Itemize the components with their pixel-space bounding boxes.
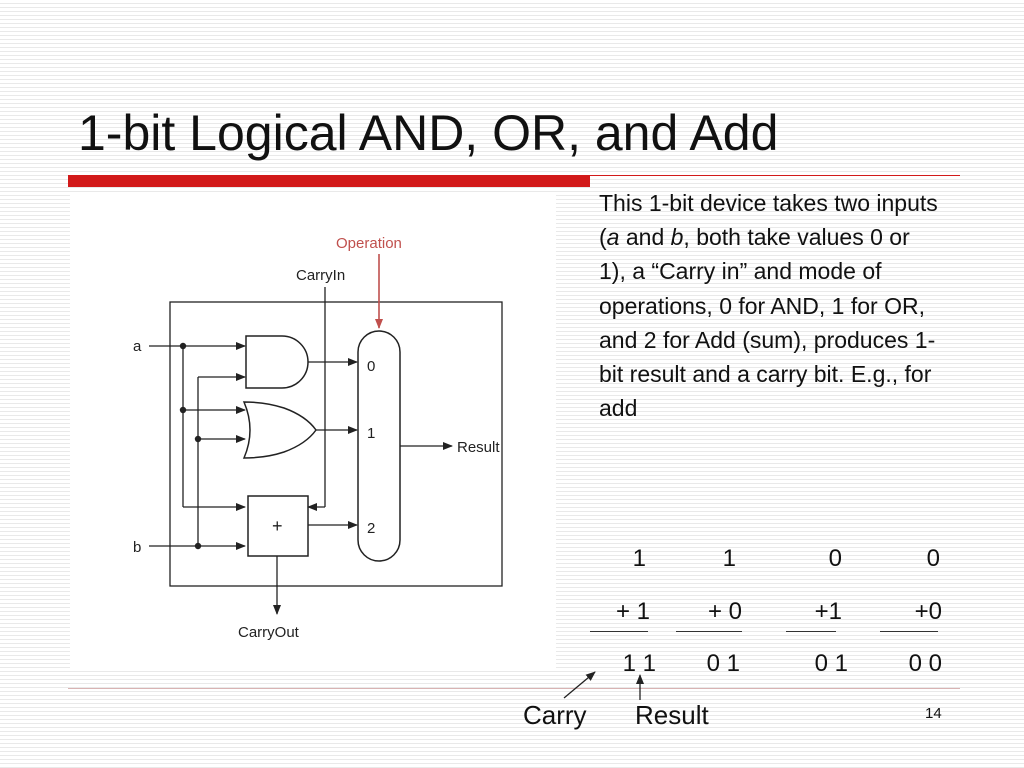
example-2-addend: + 0: [707, 598, 742, 625]
variable-a: a: [606, 224, 620, 251]
and-gate: [245, 335, 309, 389]
carry-out-label: CarryOut: [238, 624, 300, 641]
variable-b: b: [670, 224, 684, 251]
result-output-label: Result: [457, 439, 500, 456]
slide-title: 1-bit Logical AND, OR, and Add: [78, 105, 779, 161]
example-3-sum: 0 1: [814, 650, 848, 677]
carry-in-label: CarryIn: [296, 267, 345, 284]
example-4-sum: 0 0: [908, 650, 942, 677]
example-3-top: 0: [828, 545, 842, 572]
adder-symbol: +: [272, 516, 283, 536]
carry-pointer-arrow: [563, 671, 596, 699]
result-annotation: Result: [635, 700, 709, 730]
alu-diagram: Operation CarryIn a b +: [70, 194, 556, 668]
example-4-sum-line: [880, 631, 938, 632]
example-1-addend: + 1: [615, 598, 650, 625]
mux-input-0-label: 0: [367, 358, 375, 375]
description-text: and: [619, 224, 671, 251]
input-b-label: b: [133, 539, 141, 556]
example-3-sum-line: [786, 631, 836, 632]
description-text: , both take values 0 or 1), a “Carry in”…: [599, 224, 936, 422]
example-1-top: 1: [632, 545, 646, 572]
example-3-addend: +1: [814, 598, 842, 625]
title-underline-rule: [590, 175, 960, 176]
alu-outer-box: [169, 301, 503, 587]
example-1-sum: 1 1: [622, 650, 656, 677]
alu-circuit-svg: Operation CarryIn a b +: [133, 235, 503, 641]
description-text: This 1-bit device takes two inputs (: [599, 190, 938, 251]
adder-box: [247, 495, 309, 557]
mux-input-1-label: 1: [367, 425, 375, 442]
mux-input-2-label: 2: [367, 520, 375, 537]
example-1-sum-line: [590, 631, 648, 632]
example-4-addend: +0: [914, 598, 942, 625]
footer-rule: [68, 688, 960, 689]
device-description: This 1-bit device takes two inputs (a an…: [599, 186, 939, 425]
example-2-top: 1: [722, 545, 736, 572]
page-number: 14: [925, 705, 942, 722]
input-a-label: a: [133, 338, 142, 355]
example-2-sum-line: [676, 631, 742, 632]
operation-label: Operation: [336, 235, 402, 252]
carry-annotation: Carry: [523, 700, 587, 730]
multiplexer: [357, 330, 401, 562]
example-2-sum: 0 1: [706, 650, 740, 677]
example-4-top: 0: [926, 545, 940, 572]
title-underline-bar: [68, 175, 590, 187]
or-gate: [242, 401, 317, 459]
